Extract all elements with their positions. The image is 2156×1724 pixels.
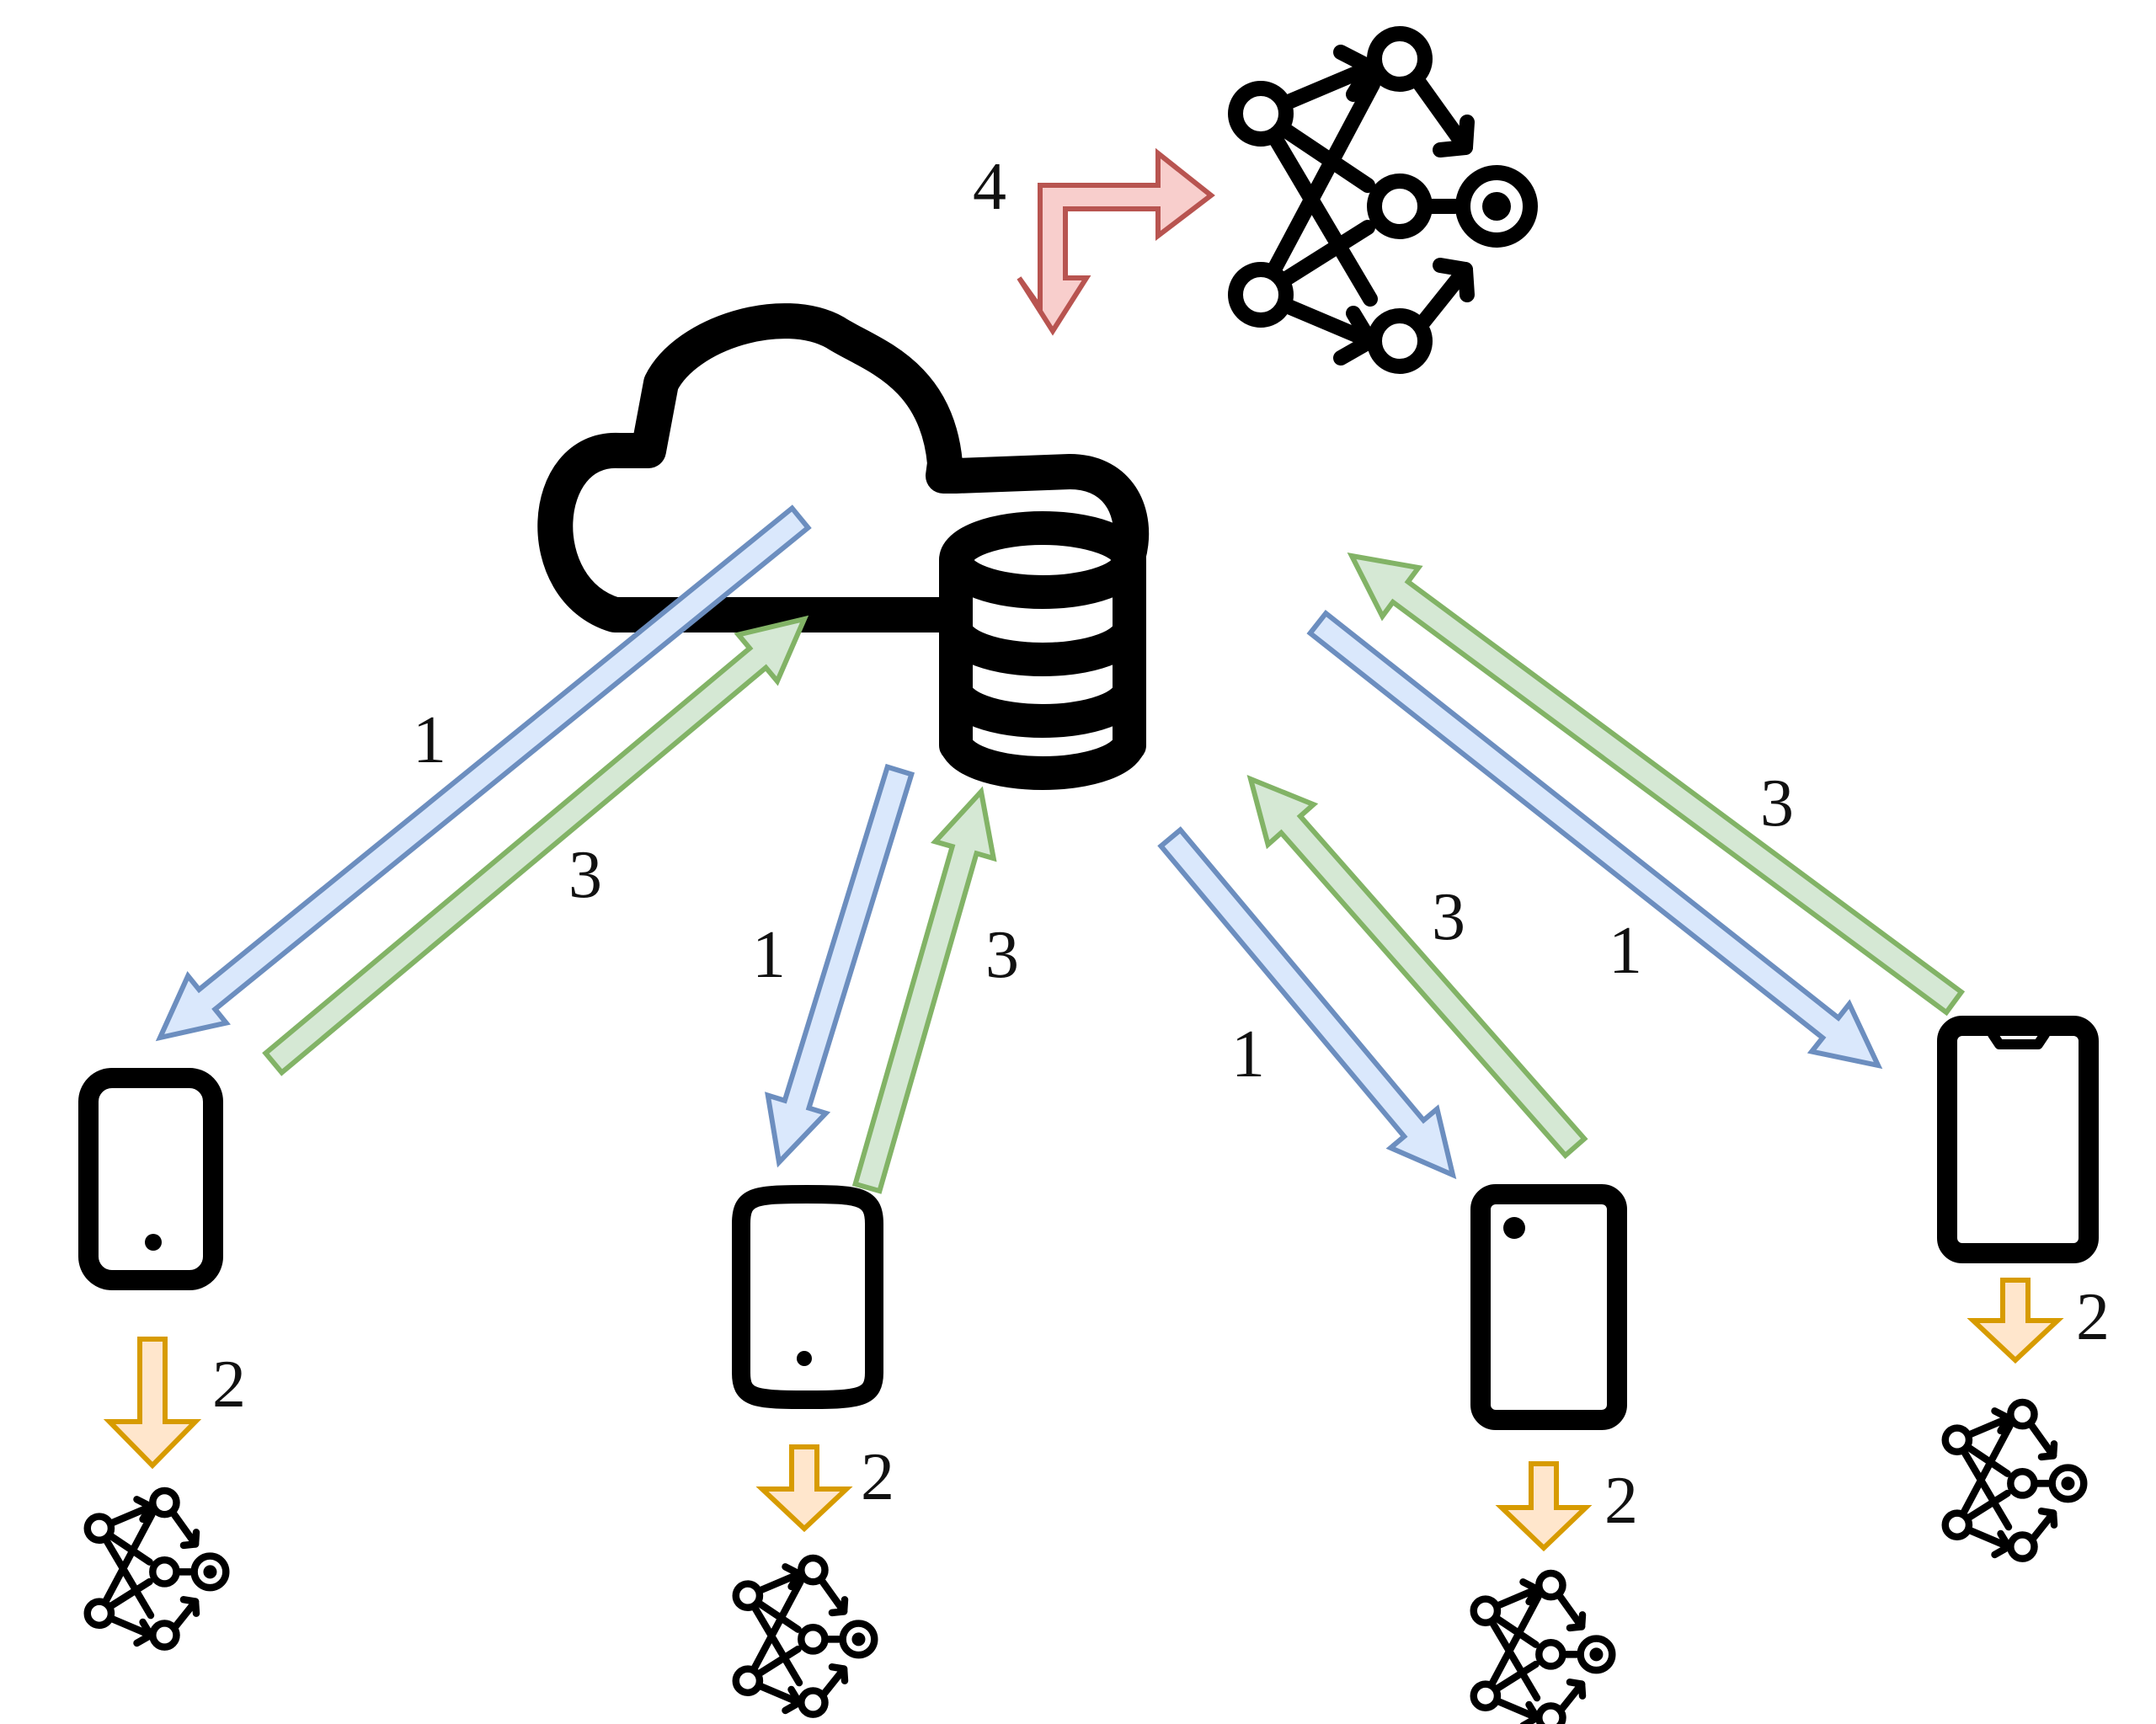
client-4-local-model-icon	[1945, 1402, 2084, 1559]
client-1-upload-arrow	[262, 615, 809, 1076]
client-1-broadcast-label: 1	[413, 703, 446, 777]
client-2-phone-icon	[732, 1185, 883, 1409]
client-2-train-label: 2	[861, 1440, 894, 1514]
client-1-broadcast-arrow	[155, 504, 812, 1042]
client-3-train-label: 2	[1604, 1464, 1638, 1538]
client-2-upload-arrow	[851, 786, 997, 1194]
client-2-upload-label: 3	[985, 918, 1019, 992]
client-4-upload-label: 3	[1760, 766, 1794, 841]
client-1-tablet-icon	[78, 1068, 223, 1290]
cloud-database-icon	[537, 303, 1150, 814]
client-3-broadcast-label: 1	[1231, 1017, 1265, 1092]
client-4-train-arrow	[1967, 1278, 2064, 1364]
client-2-train-arrow	[755, 1444, 853, 1533]
communication-arrows	[155, 504, 1966, 1194]
client-1-train-arrow	[103, 1337, 202, 1470]
client-1-upload-label: 3	[568, 838, 602, 912]
client-2-local-model-icon	[736, 1558, 875, 1715]
client-4-broadcast-arrow	[1306, 609, 1883, 1070]
global-model-neural-network-icon	[1235, 34, 1530, 366]
database-icon	[939, 511, 1146, 814]
client-2-broadcast-arrow	[765, 763, 915, 1168]
client-3-upload-arrow	[1246, 774, 1588, 1160]
client-1-train-label: 2	[212, 1348, 246, 1422]
client-3-broadcast-arrow	[1157, 826, 1457, 1180]
client-2-broadcast-label: 1	[752, 918, 786, 992]
client-1-local-model-icon	[88, 1491, 227, 1647]
client-3-tablet-icon	[1470, 1184, 1627, 1430]
step-label-4: 4	[973, 150, 1006, 224]
aggregate-arrow	[1017, 147, 1215, 336]
client-4-phone-icon	[1937, 1016, 2099, 1263]
client-4-broadcast-label: 1	[1609, 914, 1642, 988]
client-3-upload-label: 3	[1432, 880, 1465, 954]
client-4-train-label: 2	[2076, 1280, 2110, 1354]
client-3-local-model-icon	[1474, 1573, 1613, 1724]
client-4-upload-arrow	[1347, 552, 1966, 1017]
client-3-train-arrow	[1495, 1461, 1593, 1552]
